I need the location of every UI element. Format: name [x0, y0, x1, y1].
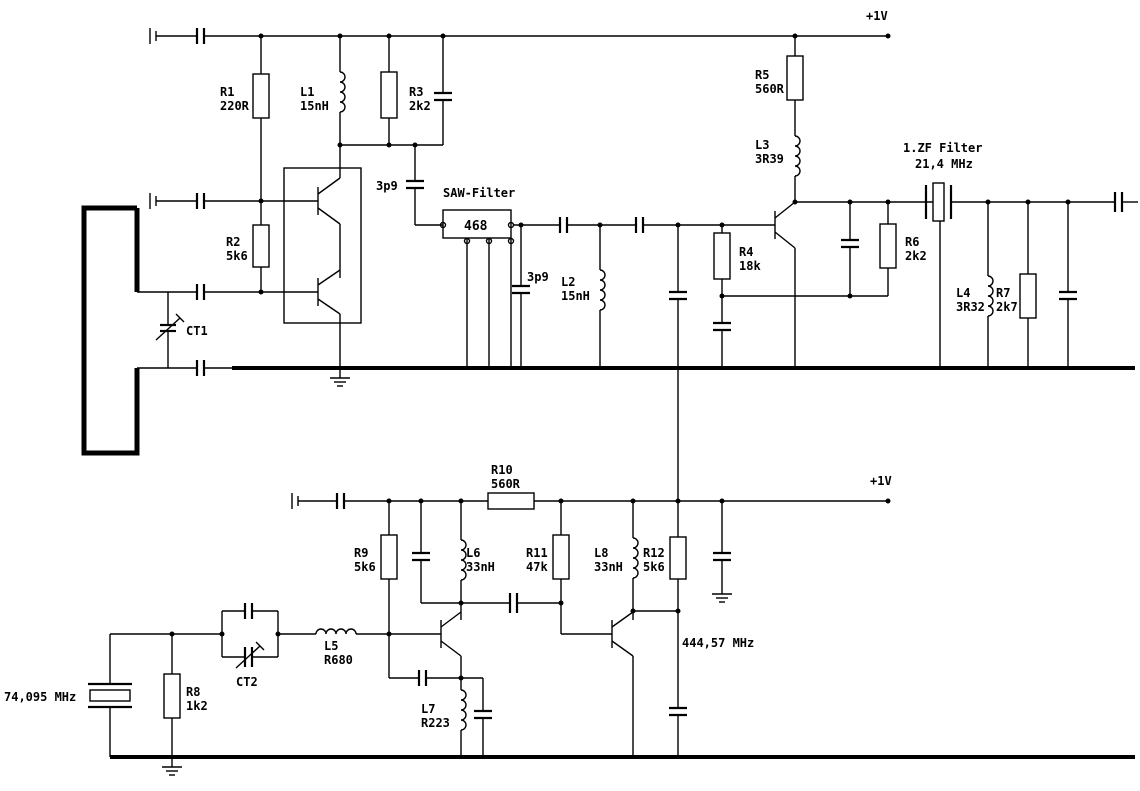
resistor-r4 — [713, 232, 731, 280]
l7-name: L7 — [421, 702, 435, 716]
trimmer-capacitor-ct1 — [155, 292, 185, 368]
crystal-frequency-label: 74,095 MHz — [4, 690, 76, 704]
r11-name: R11 — [526, 546, 548, 560]
inductor-l4 — [987, 275, 994, 317]
r12-name: R12 — [643, 546, 665, 560]
l1-value: 15nH — [300, 99, 329, 113]
ground-symbol-bottom — [162, 757, 182, 776]
resistor-r5 — [786, 55, 804, 101]
l8-value: 33nH — [594, 560, 623, 574]
r6-name: R6 — [905, 235, 919, 249]
l2-name: L2 — [561, 275, 575, 289]
transistor-lower-cascode — [317, 269, 341, 378]
inductor-l5 — [315, 628, 357, 635]
saw-part-number: 468 — [464, 219, 488, 234]
l4-value: 3R32 — [956, 300, 985, 314]
l3-name: L3 — [755, 138, 769, 152]
bottom-supply-rail — [291, 493, 891, 509]
l3-value: 3R39 — [755, 152, 784, 166]
inductor-l2 — [599, 269, 606, 311]
r4-name: R4 — [739, 245, 753, 259]
trimmer-network-ct2 — [221, 603, 279, 669]
l5-name: L5 — [324, 639, 338, 653]
r12-value: 5k6 — [643, 560, 665, 574]
resistor-r7 — [1019, 273, 1037, 319]
resistor-r8 — [163, 673, 181, 719]
vcc-bottom-label: +1V — [870, 474, 892, 488]
r5-value: 560R — [755, 82, 785, 96]
r3-name: R3 — [409, 85, 423, 99]
inductor-l8 — [632, 537, 639, 579]
transistor-upper-cascode — [317, 148, 341, 278]
r8-value: 1k2 — [186, 699, 208, 713]
c-3p9-a-label: 3p9 — [376, 179, 398, 193]
resistor-r2 — [252, 224, 270, 268]
r1-value: 220R — [220, 99, 250, 113]
resistor-r9 — [380, 534, 398, 580]
c-3p9-b-label: 3p9 — [527, 270, 549, 284]
l1-name: L1 — [300, 85, 314, 99]
r11-value: 47k — [526, 560, 548, 574]
transistor-if-amplifier — [774, 201, 796, 368]
saw-filter-block — [442, 209, 512, 239]
l4-name: L4 — [956, 286, 970, 300]
l2-value: 15nH — [561, 289, 590, 303]
saw-filter-title: SAW-Filter — [443, 186, 515, 200]
l5-value: R680 — [324, 653, 353, 667]
capacitor-3p9-shunt — [512, 225, 530, 368]
ground-symbol-cascode — [330, 377, 350, 387]
l6-name: L6 — [466, 546, 480, 560]
quartz-crystal-oscillator — [88, 634, 132, 757]
r7-name: R7 — [996, 286, 1010, 300]
ground-symbol-bypass — [712, 593, 732, 603]
r9-value: 5k6 — [354, 560, 376, 574]
r8-name: R8 — [186, 685, 200, 699]
inductor-l6 — [460, 539, 467, 581]
inductor-l1 — [339, 71, 346, 113]
lo-frequency-label: 444,57 MHz — [682, 636, 754, 650]
inductor-l3 — [794, 135, 801, 177]
r4-value: 18k — [739, 259, 761, 273]
cascode-transistor-box — [283, 167, 362, 324]
inductor-l7 — [460, 689, 467, 731]
resistor-r6 — [879, 223, 897, 269]
top-supply-rail — [149, 28, 891, 44]
r6-value: 2k2 — [905, 249, 927, 263]
l8-name: L8 — [594, 546, 608, 560]
ct1-label: CT1 — [186, 324, 208, 338]
transistor-buffer — [611, 611, 634, 757]
l7-value: R223 — [421, 716, 450, 730]
r9-name: R9 — [354, 546, 368, 560]
vcc-top-label: +1V — [866, 9, 888, 23]
r3-value: 2k2 — [409, 99, 431, 113]
resistor-r1 — [252, 73, 270, 119]
r5-name: R5 — [755, 68, 769, 82]
ct2-label: CT2 — [236, 675, 258, 689]
r1-name: R1 — [220, 85, 234, 99]
r7-value: 2k7 — [996, 300, 1018, 314]
l6-value: 33nH — [466, 560, 495, 574]
resistor-r11 — [552, 534, 570, 580]
loop-antenna — [81, 205, 140, 456]
capacitor-3p9-input — [406, 145, 443, 226]
resistor-r10 — [487, 492, 535, 510]
r10-value: 560R — [491, 477, 521, 491]
resistor-r3 — [380, 71, 398, 119]
r2-name: R2 — [226, 235, 240, 249]
coupling-capacitors-left — [149, 193, 318, 376]
zf-filter-frequency: 21,4 MHz — [915, 157, 973, 171]
r2-value: 5k6 — [226, 249, 248, 263]
zf-filter-title: 1.ZF Filter — [903, 141, 982, 155]
if-crystal-filter — [924, 182, 953, 368]
resistor-r12 — [669, 536, 687, 580]
transistor-oscillator — [440, 611, 462, 680]
r10-name: R10 — [491, 463, 513, 477]
